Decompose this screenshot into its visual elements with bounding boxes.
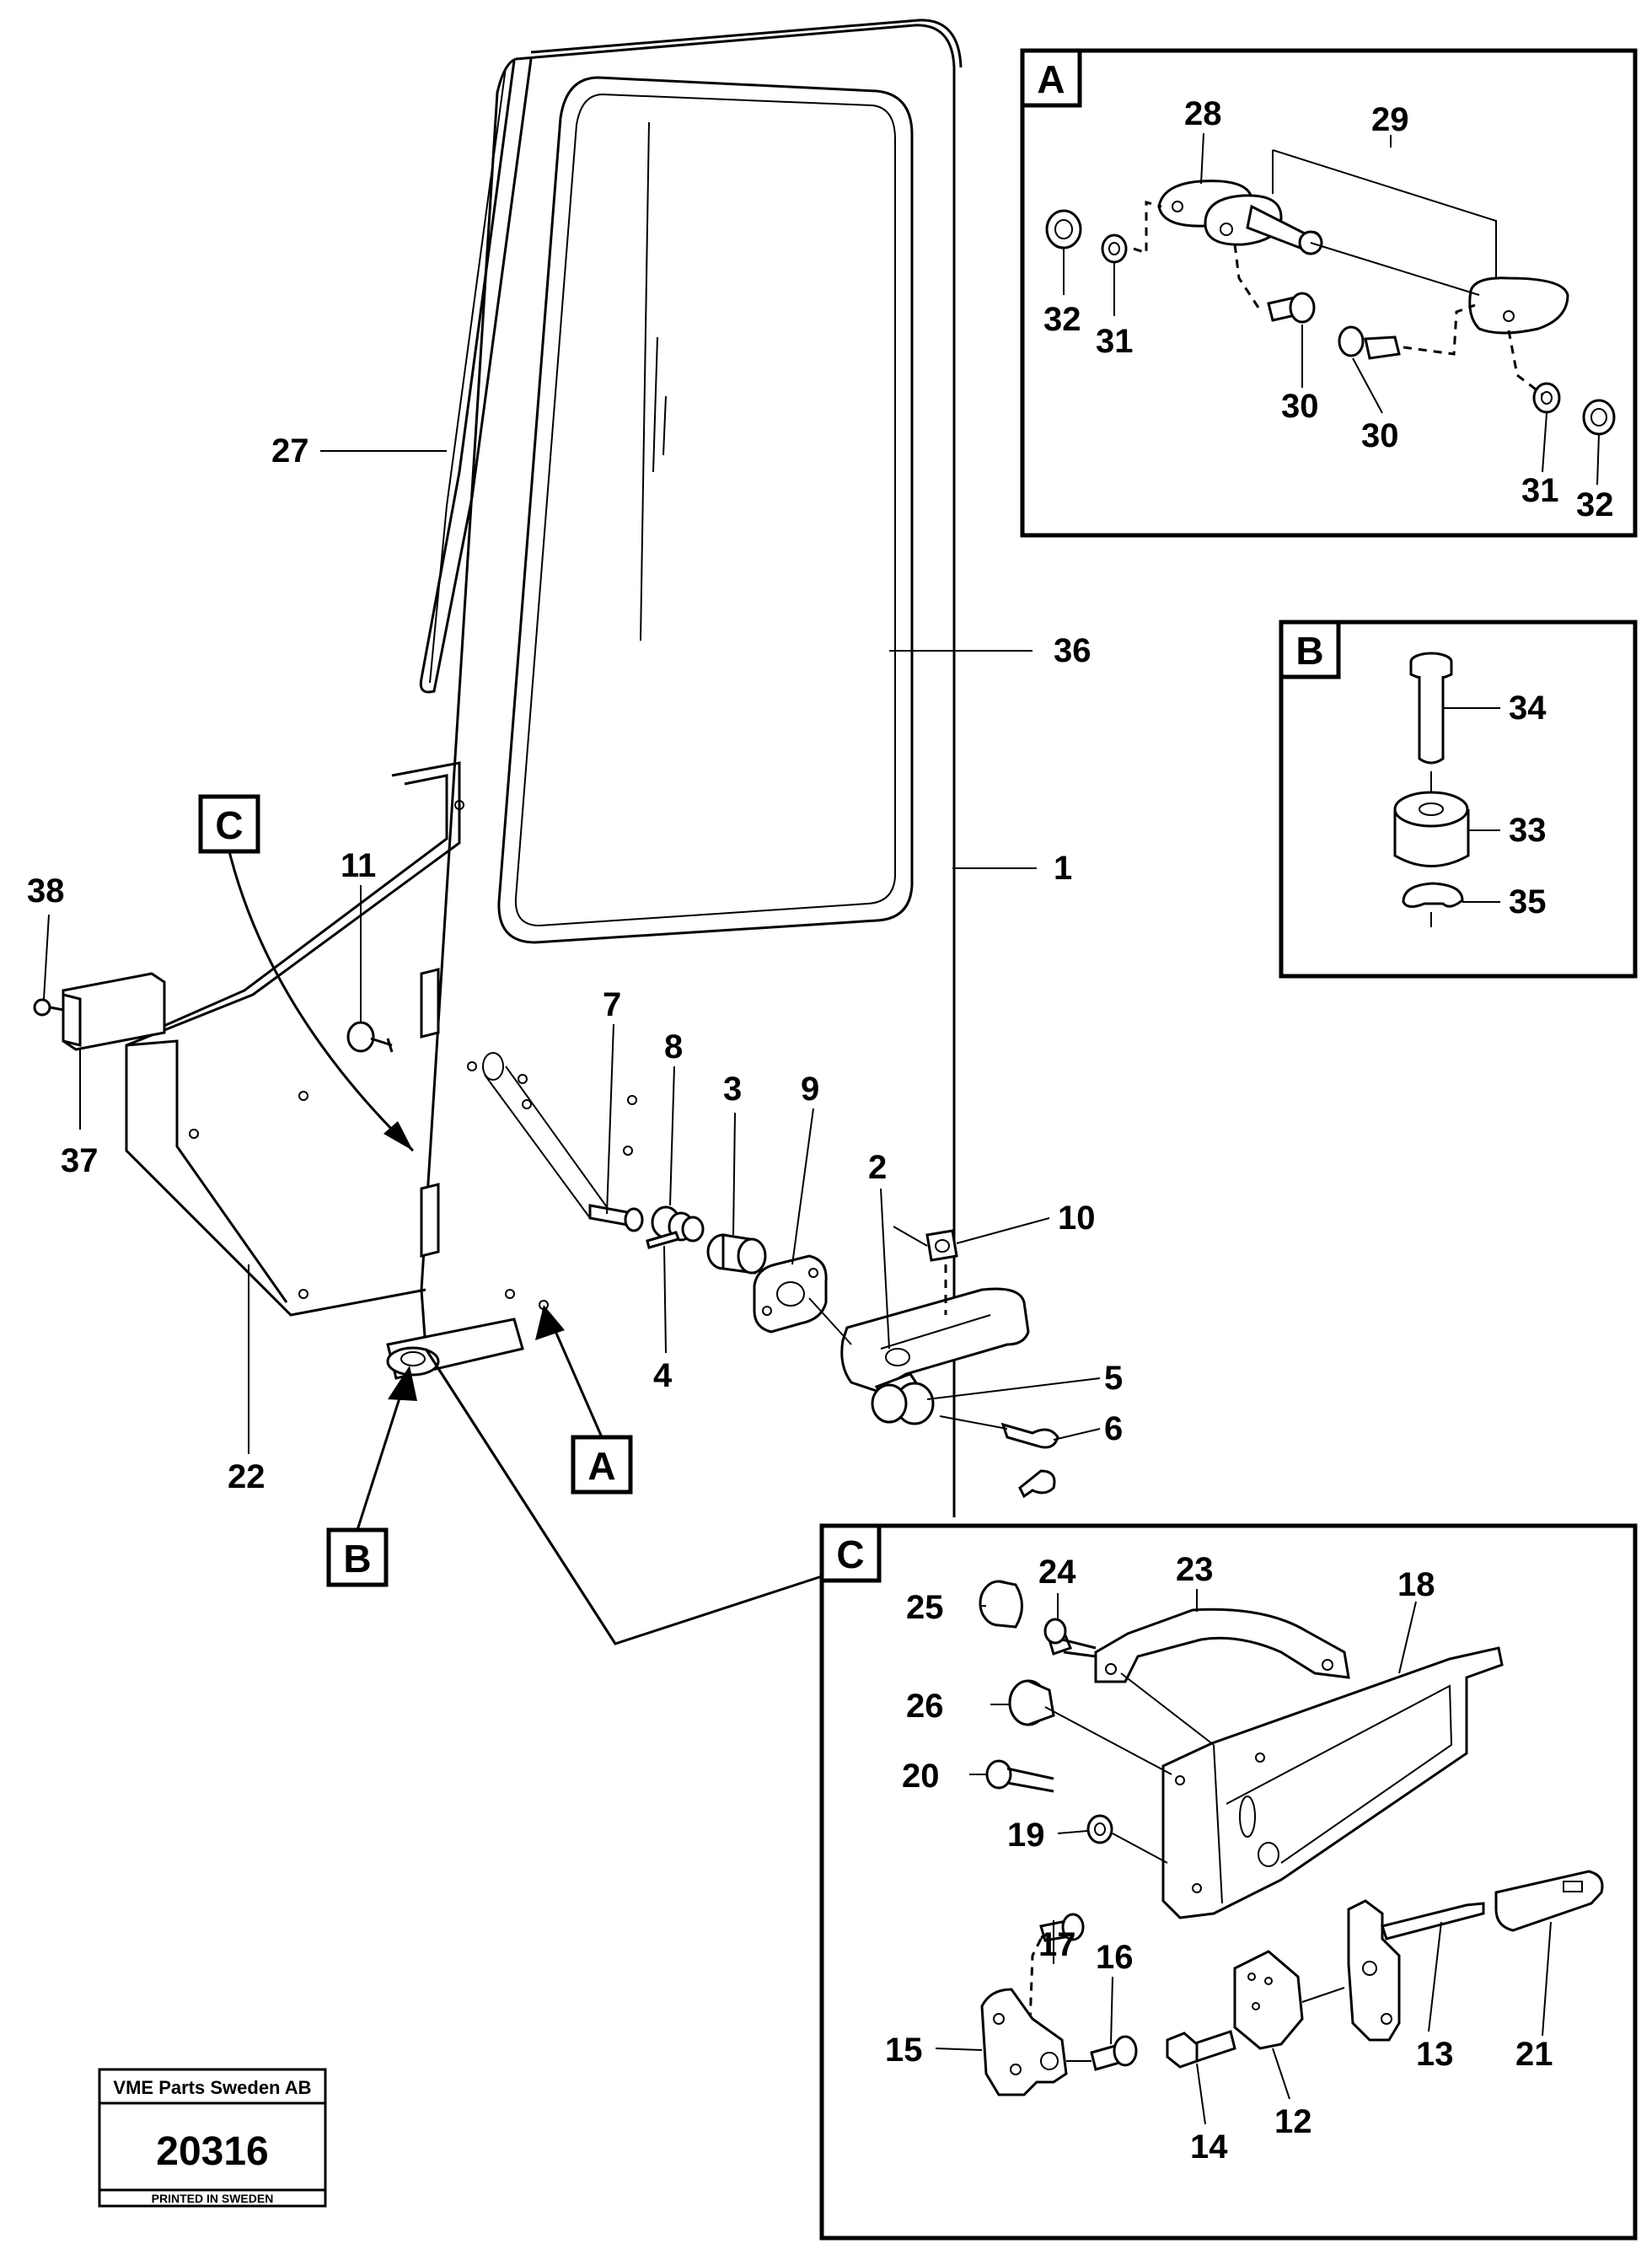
callout-22: 22 [228, 1458, 266, 1495]
stamp-company: VME Parts Sweden AB [113, 2077, 311, 2098]
callout-37: 37 [61, 1142, 99, 1179]
grip-21 [1494, 1870, 1604, 1932]
door-window [497, 76, 914, 944]
callout-4: 4 [653, 1357, 673, 1394]
bushing-3 [706, 1233, 767, 1275]
callout-17: 17 [1038, 1926, 1076, 1963]
view-marker-b: B [326, 1366, 417, 1587]
callout-12: 12 [1274, 2103, 1312, 2140]
door-seal-strip [419, 58, 533, 694]
svg-text:B: B [343, 1537, 371, 1581]
inset-b-label-box [1279, 620, 1341, 679]
door-panel [420, 24, 956, 1645]
callout-31b: 31 [1521, 472, 1559, 509]
clip-10 [925, 1229, 958, 1262]
callout-25: 25 [906, 1589, 944, 1626]
stamp-number: 20316 [156, 2129, 268, 2174]
callout-13: 13 [1416, 2036, 1454, 2073]
pin-7 [588, 1204, 644, 1232]
inset-b-parts [1393, 652, 1470, 927]
door-assembly [386, 19, 963, 1645]
stamp-footer: PRINTED IN SWEDEN [152, 2192, 274, 2205]
view-marker-a: A [535, 1305, 633, 1495]
callout-23: 23 [1176, 1551, 1214, 1588]
inset-b-frame [1279, 620, 1638, 979]
inset-a-parts [1045, 149, 1616, 436]
callout-26: 26 [906, 1688, 944, 1725]
inset-c-label: C [836, 1532, 864, 1576]
inset-c-frame [819, 1523, 1638, 2241]
callout-16: 16 [1096, 1939, 1134, 1976]
callout-15: 15 [885, 2032, 923, 2069]
callout-3: 3 [723, 1071, 742, 1108]
door-handle-2 [840, 1287, 1030, 1393]
callout-7: 7 [603, 986, 621, 1023]
callout-31a: 31 [1096, 323, 1134, 360]
callout-33: 33 [1509, 812, 1547, 849]
parts-stamp: VME Parts Sweden AB 20316 PRINTED IN SWE… [98, 2068, 327, 2208]
gasket-9 [753, 1254, 828, 1334]
latch-13 [1347, 1899, 1401, 2042]
callout-28: 28 [1184, 95, 1222, 132]
inset-a-label: A [1037, 57, 1065, 101]
inset-a-label-box [1020, 48, 1082, 108]
callout-32a: 32 [1043, 301, 1081, 338]
callout-8: 8 [664, 1028, 683, 1065]
callout-35: 35 [1509, 883, 1547, 921]
step-bumper-37 [62, 972, 166, 1051]
callout-6: 6 [1104, 1410, 1123, 1447]
callout-19: 19 [1007, 1817, 1045, 1854]
screw-38 [33, 998, 64, 1017]
svg-text:C: C [215, 803, 243, 847]
block-12 [1233, 1950, 1304, 2050]
callout-18: 18 [1397, 1566, 1435, 1603]
callout-11: 11 [341, 847, 376, 884]
callout-2: 2 [868, 1149, 887, 1186]
callout-numbers: 1 2 3 4 5 6 7 8 9 10 11 12 13 14 15 16 1… [27, 95, 1614, 2166]
callout-21: 21 [1515, 2036, 1553, 2073]
callout-27: 27 [271, 432, 309, 470]
pin-4 [646, 1231, 680, 1249]
inset-c-label-box [819, 1523, 882, 1583]
leader-lines [43, 132, 1600, 2125]
bracket-18 [1161, 1646, 1504, 1919]
inset-c-parts [979, 1580, 1604, 2096]
inset-a-frame [1020, 48, 1638, 538]
callout-38: 38 [27, 872, 65, 910]
callout-5: 5 [1104, 1360, 1123, 1397]
inset-c-connector [424, 1348, 823, 1645]
keys-6 [1000, 1422, 1059, 1499]
screw-11 [346, 1021, 394, 1053]
step-bracket [125, 761, 464, 1317]
view-marker-c: C [198, 794, 415, 1152]
callout-34: 34 [1509, 690, 1547, 727]
inset-b-label: B [1295, 629, 1323, 673]
callout-36: 36 [1054, 632, 1092, 669]
lock-cylinder-5 [871, 1372, 935, 1425]
callout-24: 24 [1038, 1554, 1076, 1591]
callout-30a: 30 [1281, 388, 1319, 425]
callout-30b: 30 [1361, 417, 1399, 454]
callout-32b: 32 [1576, 486, 1614, 523]
callout-20: 20 [902, 1758, 940, 1795]
callout-29: 29 [1371, 101, 1409, 138]
svg-text:A: A [587, 1444, 615, 1488]
callout-14: 14 [1190, 2128, 1228, 2166]
callout-9: 9 [801, 1071, 819, 1108]
callout-1: 1 [1054, 850, 1072, 887]
latch-plate-15 [980, 1988, 1068, 2096]
callout-10: 10 [1058, 1200, 1096, 1237]
